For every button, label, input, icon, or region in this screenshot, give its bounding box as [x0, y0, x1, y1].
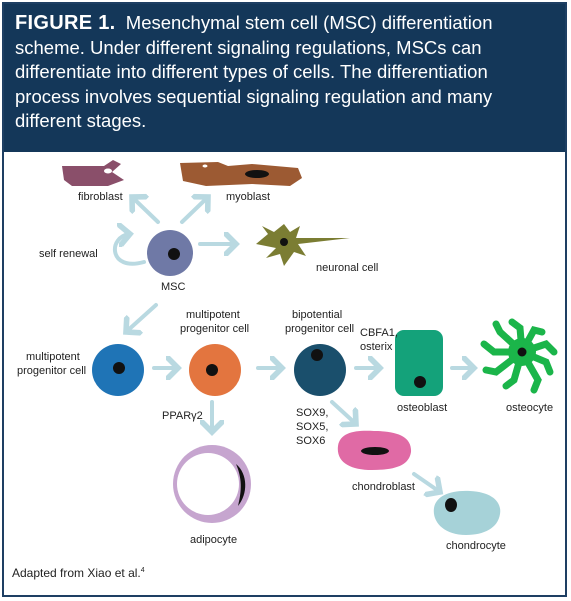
label-neuronal-cell: neuronal cell — [316, 262, 378, 274]
label-sox9: SOX9, — [296, 407, 328, 419]
caption-text: Mesenchymal stem cell (MSC) differentiat… — [15, 12, 493, 131]
label-osteocyte: osteocyte — [506, 402, 553, 414]
label-osteoblast: osteoblast — [397, 402, 447, 414]
myoblast-cell — [180, 162, 302, 186]
arrows — [113, 197, 474, 492]
arrow-msc-fibroblast — [132, 197, 160, 224]
chondroblast-cell — [337, 430, 412, 470]
label-fibroblast: fibroblast — [78, 191, 123, 203]
footnote: Adapted from Xiao et al.4 — [12, 566, 145, 580]
label-multipotent-left-2: progenitor cell — [17, 365, 86, 377]
osteocyte-cell — [480, 318, 558, 394]
chondrocyte-cell — [433, 490, 501, 535]
footnote-ref: 4 — [140, 567, 145, 574]
label-sox6: SOX6 — [296, 435, 325, 447]
multipotent-progenitor-orange — [189, 344, 241, 396]
label-multipotent-top-2: progenitor cell — [180, 323, 249, 335]
label-osterix: osterix — [360, 341, 393, 353]
arrow-chondroblast-chondrocyte — [412, 472, 440, 492]
label-sox5: SOX5, — [296, 421, 328, 433]
label-self-renewal: self renewal — [39, 248, 98, 260]
label-bipotential-1: bipotential — [292, 309, 342, 321]
multipotent-progenitor-blue — [92, 344, 144, 396]
arrow-bipotential-chondroblast — [330, 400, 356, 424]
arrow-self-renewal — [113, 234, 146, 266]
arrow-msc-myoblast — [180, 197, 208, 224]
adipocyte-cell — [173, 445, 251, 523]
fibroblast-cell — [62, 160, 124, 186]
label-adipocyte: adipocyte — [190, 534, 237, 546]
label-chondroblast: chondroblast — [352, 481, 415, 493]
label-cbfa1: CBFA1, — [360, 327, 398, 339]
label-myoblast: myoblast — [226, 191, 270, 203]
msc-cell — [147, 230, 193, 276]
figure-caption: FIGURE 1. Mesenchymal stem cell (MSC) di… — [4, 4, 565, 152]
label-multipotent-left-1: multipotent — [26, 351, 80, 363]
label-ppar: PPARγ2 — [162, 410, 203, 422]
figure-frame: FIGURE 1. Mesenchymal stem cell (MSC) di… — [2, 2, 567, 597]
label-msc: MSC — [161, 281, 186, 293]
bipotential-progenitor — [294, 344, 346, 396]
label-bipotential-2: progenitor cell — [285, 323, 354, 335]
label-chondrocyte: chondrocyte — [446, 540, 506, 552]
label-multipotent-top-1: multipotent — [186, 309, 240, 321]
osteoblast-cell — [395, 330, 443, 396]
arrow-msc-multipotent — [126, 303, 158, 332]
neuronal-cell — [256, 224, 350, 266]
footnote-text: Adapted from Xiao et al. — [12, 566, 141, 580]
figure-label: FIGURE 1. — [15, 12, 116, 34]
